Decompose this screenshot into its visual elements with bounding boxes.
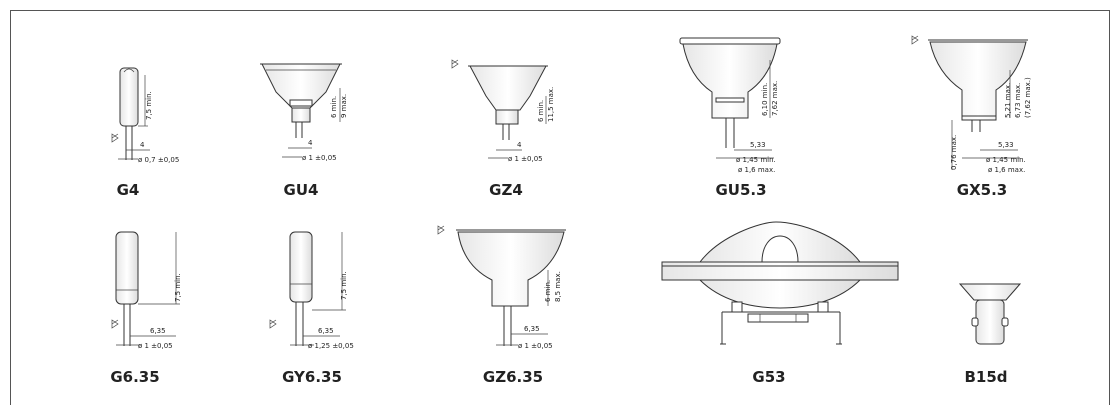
- gx53-dim-max1: 5,21 max.: [1004, 83, 1012, 118]
- gu53-dim-pin-max: ø 1,6 max.: [738, 166, 775, 174]
- socket-label-gy635: GY6.35: [282, 368, 342, 386]
- gz4-dim-pitch: 4: [517, 141, 522, 149]
- b15d-lamp-drawing: [958, 283, 1022, 345]
- gy635-dim-pin: ø 1,25 ±0,05: [308, 342, 354, 350]
- gz4-lamp-drawing: 6 min. 11,5 max. 4 ø 1 ±0,05: [451, 59, 555, 163]
- socket-label-g4: G4: [116, 181, 140, 199]
- socket-label-gx53: GX5.3: [956, 181, 1008, 199]
- gx53-dim-pin-max: ø 1,6 max.: [988, 166, 1025, 174]
- gu53-dim-min: 6,10 min.: [761, 83, 769, 116]
- gu53-dim-pin-min: ø 1,45 min.: [736, 156, 776, 164]
- g635-dim-pin: ø 1 ±0,05: [138, 342, 173, 350]
- gu53-dim-max: 7,62 max.: [771, 81, 779, 116]
- gz635-dim-pitch: 6,35: [524, 325, 540, 333]
- gx53-dim-max3: (7,62 max.): [1024, 77, 1032, 118]
- gz635-dim-max: 8,5 max.: [554, 271, 562, 302]
- gu4-dim-max: 9 max.: [340, 94, 348, 118]
- gx53-dim-pin-min: ø 1,45 min.: [986, 156, 1026, 164]
- gu53-dim-pitch: 5,33: [750, 141, 766, 149]
- g635-dim-pitch: 6,35: [150, 327, 166, 335]
- gz635-lamp-drawing: 6 min. 8,5 max. 6,35 ø 1 ±0,05: [437, 225, 566, 350]
- socket-label-gz4: GZ4: [489, 181, 523, 199]
- gz4-dim-min: 6 min.: [537, 100, 545, 122]
- g53-lamp-drawing: [661, 221, 899, 345]
- g4-dim-pitch: 4: [140, 141, 145, 149]
- gz4-dim-max: 11,5 max.: [547, 87, 555, 122]
- socket-label-g635: G6.35: [110, 368, 160, 386]
- diagram-frame: [10, 10, 1110, 405]
- g4-lamp-drawing: 7,5 min. 4 ø 0,7 ±0,05: [111, 67, 179, 164]
- gx53-dim-max2: 6,73 max.: [1014, 83, 1022, 118]
- gx53-dim-pinlen: 0,76 max.: [950, 135, 958, 170]
- gy635-dim-pitch: 6,35: [318, 327, 334, 335]
- g4-dim-pin: ø 0,7 ±0,05: [138, 156, 179, 164]
- socket-label-g53: G53: [752, 368, 786, 386]
- gx53-dim-pitch: 5,33: [998, 141, 1014, 149]
- socket-label-gz635: GZ6.35: [482, 368, 544, 386]
- gy635-lamp-drawing: 7,5 min. 6,35 ø 1,25 ±0,05: [269, 231, 354, 350]
- socket-label-gu4: GU4: [283, 181, 319, 199]
- g635-lamp-drawing: 7,5 min. 6,35 ø 1 ±0,05: [111, 231, 182, 350]
- gz4-dim-pin: ø 1 ±0,05: [508, 155, 543, 163]
- g4-dim-length: 7,5 min.: [145, 91, 153, 120]
- gu4-dim-pin: ø 1 ±0,05: [302, 154, 337, 162]
- gu4-dim-pitch: 4: [308, 139, 313, 147]
- gu4-lamp-drawing: 6 min. 9 max. 4 ø 1 ±0,05: [260, 63, 348, 162]
- gx53-lamp-drawing: 5,21 max. 6,73 max. (7,62 max.) 0,76 max…: [911, 35, 1032, 174]
- g635-dim-length: 7,5 min.: [174, 273, 182, 302]
- gz635-dim-pin: ø 1 ±0,05: [518, 342, 553, 350]
- socket-label-gu53: GU5.3: [715, 181, 767, 199]
- gy635-dim-length: 7,5 min.: [340, 271, 348, 300]
- gz635-dim-min: 6 min.: [544, 280, 552, 302]
- gu53-lamp-drawing: 6,10 min. 7,62 max. 5,33 ø 1,45 min. ø 1…: [679, 37, 781, 174]
- gu4-dim-min: 6 min.: [330, 96, 338, 118]
- socket-label-b15d: B15d: [964, 368, 1008, 386]
